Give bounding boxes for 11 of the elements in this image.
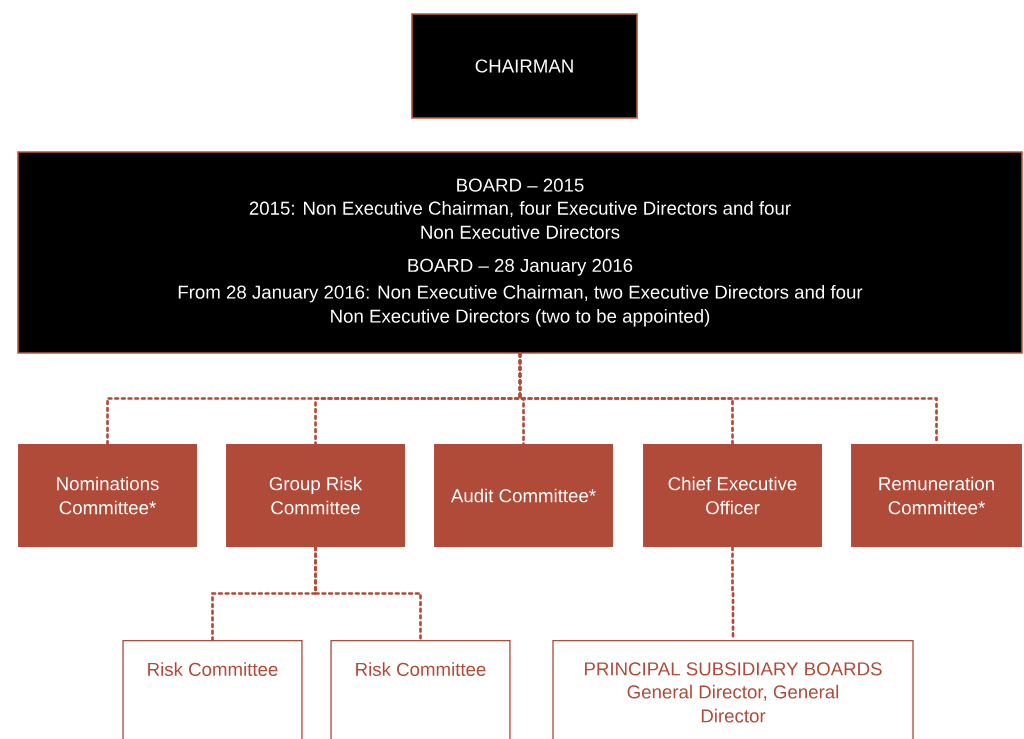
committee-box: Audit Committee* (434, 444, 613, 547)
committee-box: Chief Executive Officer (643, 444, 822, 547)
committee-box: Group Risk Committee (226, 444, 405, 547)
committee-box: Nominations Committee* (18, 444, 197, 547)
committee-box: Remuneration Committee* (851, 444, 1022, 547)
connector-line (314, 545, 422, 642)
subsidiary-box: Risk Committee (122, 640, 303, 739)
subsidiary-box: PRINCIPAL SUBSIDIARY BOARDS General Director, General Director (552, 640, 914, 739)
org-box: CHAIRMAN (411, 13, 638, 119)
org-box: BOARD – 2015 2015: Non Executive Chairman, four Executive Directors and four Non Executive Directors BOARD – 28 January 2016 From 28 January 2016: Non Executive Chairman, two Executive Directors and four Non Executive Directors (two to be appointed) (17, 151, 1023, 354)
subsidiary-box: Risk Committee (330, 640, 511, 739)
